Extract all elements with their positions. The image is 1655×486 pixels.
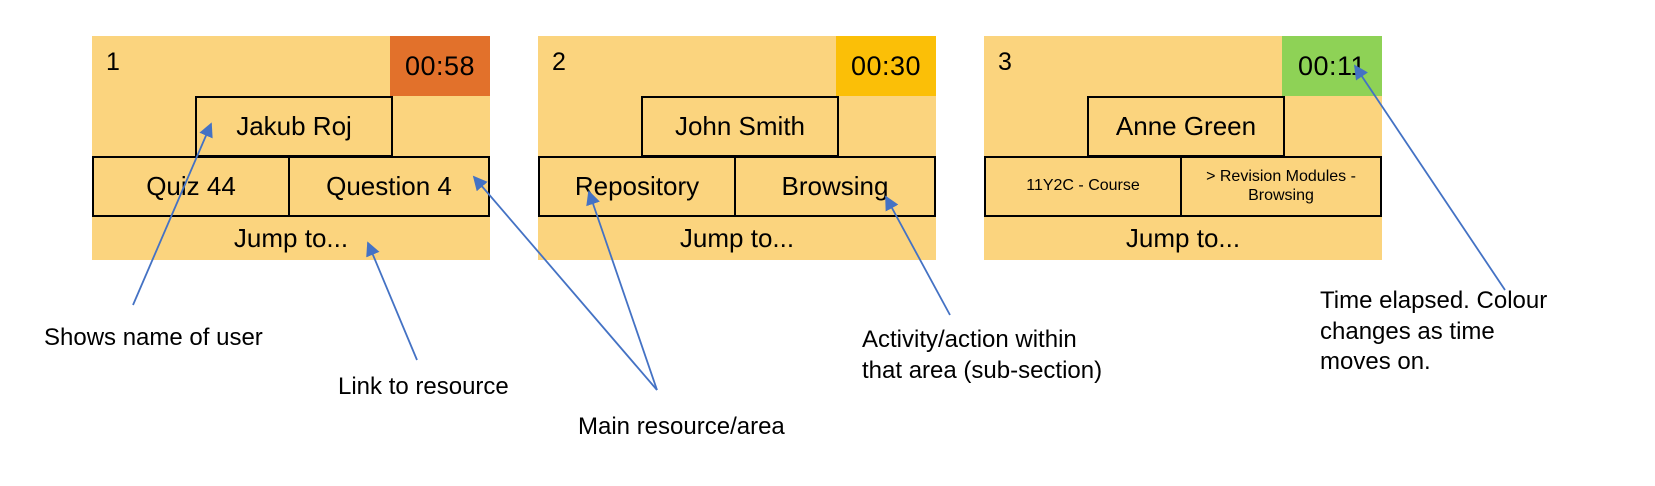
elapsed-timer: 00:30: [836, 36, 936, 96]
user-name-box[interactable]: Jakub Roj: [195, 96, 393, 157]
annotation-shows-name-of-user: Shows name of user: [44, 324, 263, 351]
elapsed-timer: 00:11: [1282, 36, 1382, 96]
resource-box[interactable]: Repository: [538, 156, 736, 217]
jump-to-link[interactable]: Jump to...: [233, 223, 349, 253]
annotation-main-resource-area: Main resource/area: [578, 413, 785, 440]
jump-to-link[interactable]: Jump to...: [1125, 223, 1241, 253]
activity-box[interactable]: Question 4: [288, 156, 490, 217]
activity-box[interactable]: > Revision Modules - Browsing: [1180, 156, 1382, 217]
annotation-time-elapsed: Time elapsed. Colour changes as time mov…: [1320, 287, 1548, 376]
arrow-link-to-resource: [366, 241, 418, 361]
elapsed-timer: 00:58: [390, 36, 490, 96]
activity-card-3[interactable]: 3 00:11 Anne Green 11Y2C - Course > Revi…: [984, 36, 1382, 260]
resource-box[interactable]: Quiz 44: [92, 156, 290, 217]
activity-card-1[interactable]: 1 00:58 Jakub Roj Quiz 44 Question 4 Jum…: [92, 36, 490, 260]
annotation-activity-action: Activity/action within that area (sub-se…: [862, 326, 1103, 384]
card-index: 2: [552, 48, 566, 76]
activity-box[interactable]: Browsing: [734, 156, 936, 217]
resource-box[interactable]: 11Y2C - Course: [984, 156, 1182, 217]
jump-to-link[interactable]: Jump to...: [679, 223, 795, 253]
user-name-box[interactable]: Anne Green: [1087, 96, 1285, 157]
card-index: 1: [106, 48, 120, 76]
user-name-box[interactable]: John Smith: [641, 96, 839, 157]
card-index: 3: [998, 48, 1012, 76]
annotation-link-to-resource: Link to resource: [338, 373, 509, 400]
activity-card-2[interactable]: 2 00:30 John Smith Repository Browsing J…: [538, 36, 936, 260]
